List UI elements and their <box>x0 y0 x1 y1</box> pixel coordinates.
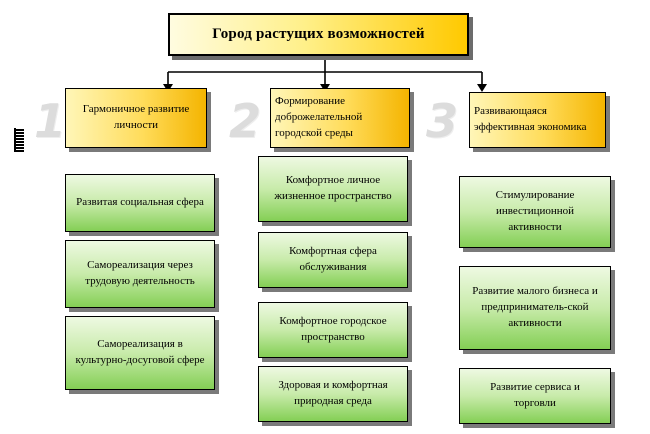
direction-3-heading: Развивающаяся эффективная экономика <box>469 92 606 148</box>
item-3-2: Развитие малого бизнеса и предпринимател… <box>459 266 611 350</box>
item-2-2: Комфортная сфера обслуживания <box>258 232 408 288</box>
number-2: 2 <box>229 94 262 148</box>
diagram-title: Город растущих возможностей <box>168 13 469 56</box>
item-1-1: Развитая социальная сфера <box>65 174 215 232</box>
item-2-1: Комфортное личное жизненное пространство <box>258 156 408 222</box>
item-1-3: Самореализация в культурно-досуговой сфе… <box>65 316 215 390</box>
direction-2-heading: Формирование доброжелательной городской … <box>270 88 410 148</box>
item-3-3: Развитие сервиса и торговли <box>459 368 611 424</box>
item-2-4: Здоровая и комфортная природная среда <box>258 366 408 422</box>
item-2-3: Комфортное городское пространство <box>258 302 408 358</box>
item-1-2: Самореализация через трудовую деятельнос… <box>65 240 215 308</box>
direction-1-heading: Гармоничное развитие личности <box>65 88 207 148</box>
number-1: 1 <box>34 94 67 148</box>
number-3: 3 <box>426 94 459 148</box>
side-marker <box>14 128 24 152</box>
item-3-1: Стимулирование инвестиционной активности <box>459 176 611 248</box>
